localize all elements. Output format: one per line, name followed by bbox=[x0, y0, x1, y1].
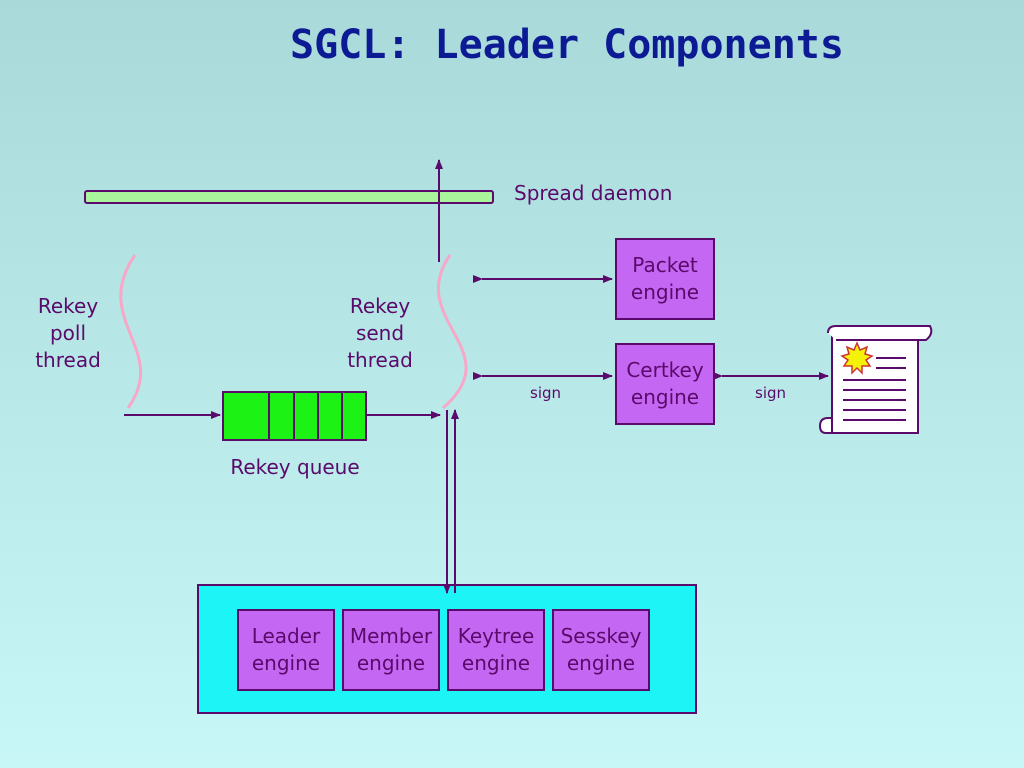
poll-thread-line-3: thread bbox=[35, 348, 101, 372]
member-engine-line-2: engine bbox=[356, 651, 426, 675]
sign-label-left: sign bbox=[530, 384, 562, 402]
certkey-engine: Certkey engine bbox=[615, 343, 715, 425]
send-thread-curve bbox=[436, 254, 468, 410]
rekey-send-thread-label: Rekey send thread bbox=[332, 293, 428, 374]
spread-daemon-bar bbox=[84, 190, 494, 204]
keytree-engine: Keytree engine bbox=[447, 609, 545, 691]
certkey-engine-line-2: engine bbox=[630, 385, 700, 409]
certkey-engine-line-1: Certkey bbox=[626, 358, 704, 382]
poll-thread-line-2: poll bbox=[49, 321, 87, 345]
sesskey-engine: Sesskey engine bbox=[552, 609, 650, 691]
rekey-queue-label: Rekey queue bbox=[230, 455, 360, 479]
queue-slot bbox=[295, 393, 319, 439]
leader-engine: Leader engine bbox=[237, 609, 335, 691]
send-thread-line-1: Rekey bbox=[349, 294, 411, 318]
spread-daemon-label: Spread daemon bbox=[514, 181, 673, 205]
page-title: SGCL: Leader Components bbox=[290, 22, 844, 68]
sign-label-right: sign bbox=[755, 384, 787, 402]
queue-slot bbox=[319, 393, 343, 439]
leader-engine-line-2: engine bbox=[251, 651, 321, 675]
send-thread-line-3: thread bbox=[347, 348, 413, 372]
keytree-engine-line-2: engine bbox=[461, 651, 531, 675]
rekey-queue bbox=[222, 391, 367, 441]
sesskey-engine-line-1: Sesskey bbox=[560, 624, 642, 648]
certificate-scroll-icon bbox=[818, 325, 933, 434]
poll-thread-line-1: Rekey bbox=[37, 294, 99, 318]
keytree-engine-line-1: Keytree bbox=[457, 624, 535, 648]
rekey-poll-thread-label: Rekey poll thread bbox=[20, 293, 116, 374]
send-thread-line-2: send bbox=[355, 321, 405, 345]
sesskey-engine-line-2: engine bbox=[566, 651, 636, 675]
member-engine-line-1: Member bbox=[349, 624, 433, 648]
leader-engine-line-1: Leader bbox=[251, 624, 321, 648]
member-engine: Member engine bbox=[342, 609, 440, 691]
poll-thread-curve bbox=[119, 254, 142, 409]
packet-engine-line-2: engine bbox=[630, 280, 700, 304]
packet-engine: Packet engine bbox=[615, 238, 715, 320]
packet-engine-line-1: Packet bbox=[632, 253, 698, 277]
queue-slot bbox=[224, 393, 271, 439]
queue-slot bbox=[270, 393, 295, 439]
